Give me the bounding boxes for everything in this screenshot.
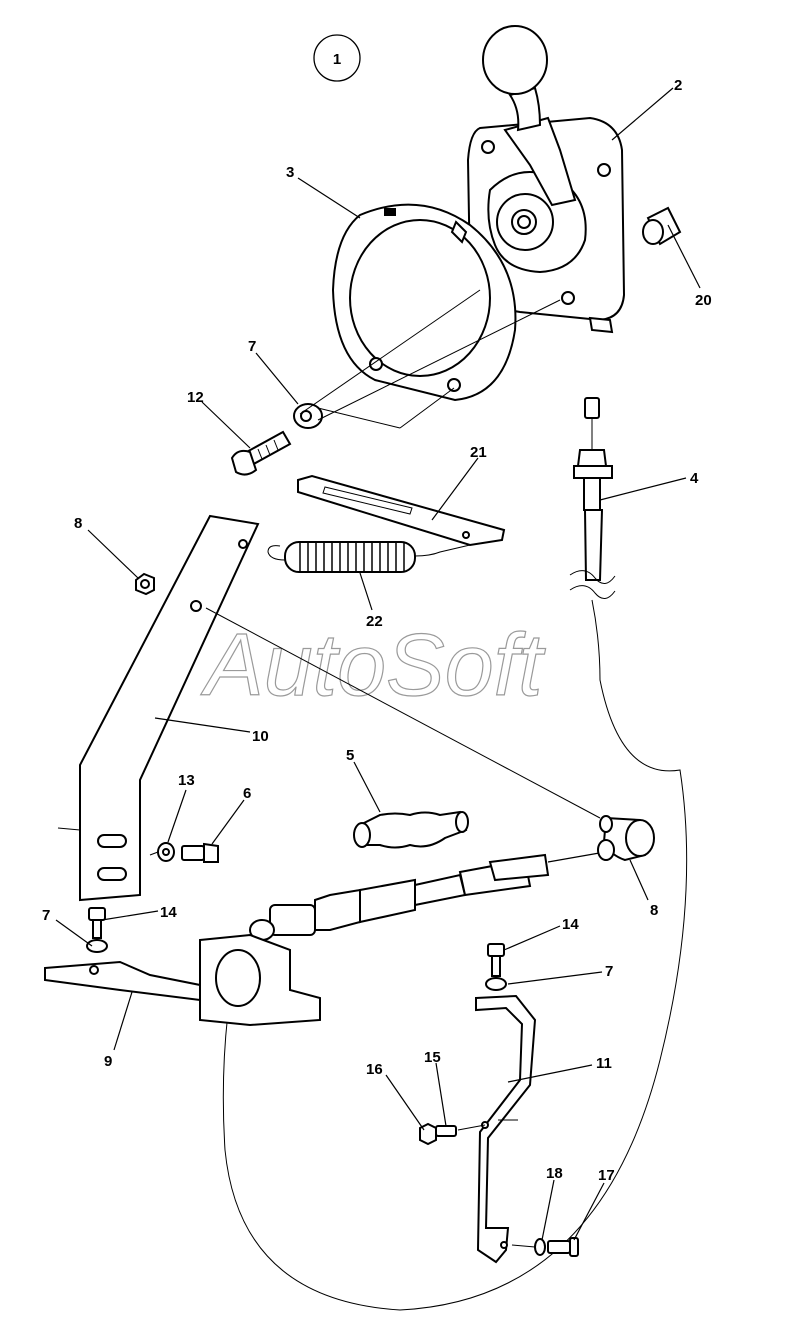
rubber-boot	[353, 810, 469, 849]
spring	[267, 541, 471, 573]
callout-5: 5	[346, 747, 354, 764]
cable-end	[222, 397, 688, 1311]
callout-21: 21	[470, 444, 487, 461]
lower-bracket	[475, 994, 537, 1264]
bushing	[642, 206, 682, 246]
bolt-6	[181, 842, 219, 863]
assembly-lines	[149, 289, 601, 1248]
callout-6: 6	[243, 785, 251, 802]
base-bracket	[44, 933, 321, 1027]
shift-lever-housing	[466, 25, 626, 334]
callouts: 2 3 20 7 12 21 4 8 22 10 5 13 6 8 7 14 9…	[42, 77, 712, 1184]
callout-22: 22	[366, 613, 383, 630]
callout-18: 18	[546, 1165, 563, 1182]
ball-joint	[597, 815, 655, 862]
washer-7-right	[485, 977, 507, 991]
callout-20: 20	[695, 292, 712, 309]
callout-14: 14	[160, 904, 177, 921]
washer-7-top	[293, 403, 323, 429]
callout-11: 11	[596, 1055, 612, 1072]
bolt-14-right	[487, 943, 505, 977]
callout-12: 12	[187, 389, 204, 406]
callout-7: 7	[248, 338, 256, 355]
callout-7: 7	[42, 907, 50, 924]
watermark: AutoSoft	[200, 615, 546, 714]
callout-9: 9	[104, 1053, 112, 1070]
washer-18	[534, 1238, 546, 1256]
group-number: 1	[333, 51, 341, 68]
callout-14: 14	[562, 916, 579, 933]
callout-15: 15	[424, 1049, 441, 1066]
washer-7-left	[86, 939, 108, 953]
leader-lines	[55, 87, 701, 1241]
callout-16: 16	[366, 1061, 383, 1078]
callout-10: 10	[252, 728, 269, 745]
callout-13: 13	[178, 772, 195, 789]
shift-cable	[249, 851, 606, 941]
callout-2: 2	[674, 77, 682, 94]
nut-8-top	[135, 572, 155, 596]
bolt-17	[547, 1237, 579, 1257]
callout-17: 17	[598, 1167, 615, 1184]
callout-7: 7	[605, 963, 613, 980]
callout-4: 4	[690, 470, 699, 487]
bolt-15	[435, 1125, 457, 1137]
washer-13	[157, 842, 175, 862]
callout-8: 8	[650, 902, 658, 919]
bolt-14-left	[88, 907, 106, 939]
bolt-12	[230, 430, 292, 476]
callout-8: 8	[74, 515, 82, 532]
bracket-plate	[297, 474, 506, 547]
gasket-ring	[331, 203, 517, 402]
group-badge: 1	[313, 34, 361, 82]
callout-3: 3	[286, 164, 294, 181]
